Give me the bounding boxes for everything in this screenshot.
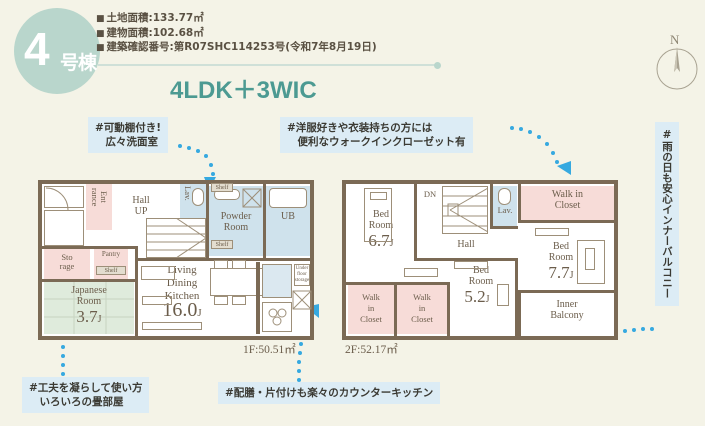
- room-label-ub: UB: [281, 211, 295, 222]
- unit-badge-suffix: 号棟: [60, 53, 97, 74]
- stairs-2f: [442, 187, 488, 233]
- room-label-ldk: Living Dining Kitchen: [164, 264, 200, 302]
- area-label-1f: 1F:50.51㎡: [243, 344, 296, 356]
- compass-north-label: N: [670, 32, 680, 47]
- room-label-lav-1f: Lav.: [183, 186, 193, 201]
- powder-door-icon: [242, 188, 262, 208]
- room-label-entrance: Ent rance: [90, 188, 109, 207]
- unit-badge-number: 4: [24, 23, 50, 75]
- entry-door-swing: [45, 187, 69, 211]
- room-label-bed-77: Bed Room: [548, 241, 574, 263]
- room-label-inner-balcony: Inner Balcony: [550, 299, 584, 321]
- callout-closet-arrow: [557, 161, 571, 175]
- room-label-japanese: Japanese Room: [71, 285, 107, 307]
- area-label-2f: 2F:52.17㎡: [345, 344, 398, 356]
- room-size-bed-77: 7.7J: [548, 263, 574, 282]
- room-label-wic-top: Walk in Closet: [551, 189, 584, 211]
- room-label-storage: Sto rage: [59, 252, 75, 271]
- spec-land-area: 土地面積:133.77㎡: [96, 12, 377, 27]
- compass-icon: [656, 47, 698, 90]
- room-size-bed-67: 6.7J: [368, 231, 394, 250]
- shelf-tag-powder-top: Shelf: [211, 183, 233, 192]
- room-japanese-1f: [44, 282, 134, 334]
- tatami-grid: [44, 282, 134, 334]
- room-storage-1f: [44, 249, 90, 279]
- callout-washroom: #可動棚付き! 広々洗面室: [88, 117, 169, 153]
- spec-building-area: 建物面積:102.68㎡: [96, 27, 377, 42]
- room-label-lav-2f: Lav.: [497, 205, 513, 215]
- compass-rose: N: [655, 32, 699, 94]
- callout-kitchen: #配膳・片付けも楽々のカウンターキッチン: [218, 382, 441, 404]
- room-label-dn: DN: [423, 189, 437, 199]
- room-size-japanese: 3.7J: [76, 307, 102, 326]
- room-label-hall-1f: Hall UP: [132, 195, 150, 217]
- callout-balcony: #雨の日も安心インナーバルコニー: [655, 122, 679, 306]
- stove-icon: [268, 308, 287, 326]
- room-label-bed-67: Bed Room: [368, 209, 394, 231]
- floorplan-1f: Ent rance Hall UP Lav. Sto rage Pantry: [38, 180, 318, 340]
- room-label-hall-2f: Hall: [457, 239, 475, 250]
- room-size-bed-52: 5.2J: [464, 287, 490, 306]
- shelf-tag-powder-bottom: Shelf: [211, 240, 233, 249]
- layout-type-title: 4LDK＋3WIC: [170, 77, 317, 104]
- unit-badge: 4 号棟: [14, 8, 100, 94]
- header-divider: [98, 61, 441, 69]
- room-label-pantry: Pantry: [101, 250, 121, 258]
- room-wic-2f-left: [348, 285, 394, 334]
- room-label-underfloor: Under floor storage: [294, 266, 310, 283]
- stairs-1f: [146, 218, 206, 258]
- room-label-powder: Powder Room: [220, 211, 252, 233]
- property-specs: 土地面積:133.77㎡ 建物面積:102.68㎡ 建築確認番号:第R07SHC…: [96, 12, 377, 56]
- window-icon-1f: [292, 290, 312, 310]
- callout-tatami: #工夫を凝らして使い方 いろいろの畳部屋: [22, 377, 150, 413]
- room-wic-2f-mid: [397, 285, 447, 334]
- callout-closet: #洋服好きや衣装持ちの方には 便利なウォークインクローゼット有: [280, 117, 473, 153]
- room-label-bed-52: Bed Room: [468, 265, 494, 287]
- room-label-wic-left: Walk in Closet: [360, 292, 382, 324]
- room-label-wic-mid: Walk in Closet: [411, 292, 433, 324]
- shelf-tag-pantry: Shelf: [96, 266, 126, 275]
- room-wic-2f-top: [521, 186, 614, 220]
- room-entrance-1f: [86, 184, 112, 230]
- spec-permit-number: 建築確認番号:第R07SHC114253号(令和7年8月19日): [96, 41, 377, 56]
- floorplan-2f: Bed Room 6.7J DN Hall Lav. Walk in Close…: [342, 180, 622, 340]
